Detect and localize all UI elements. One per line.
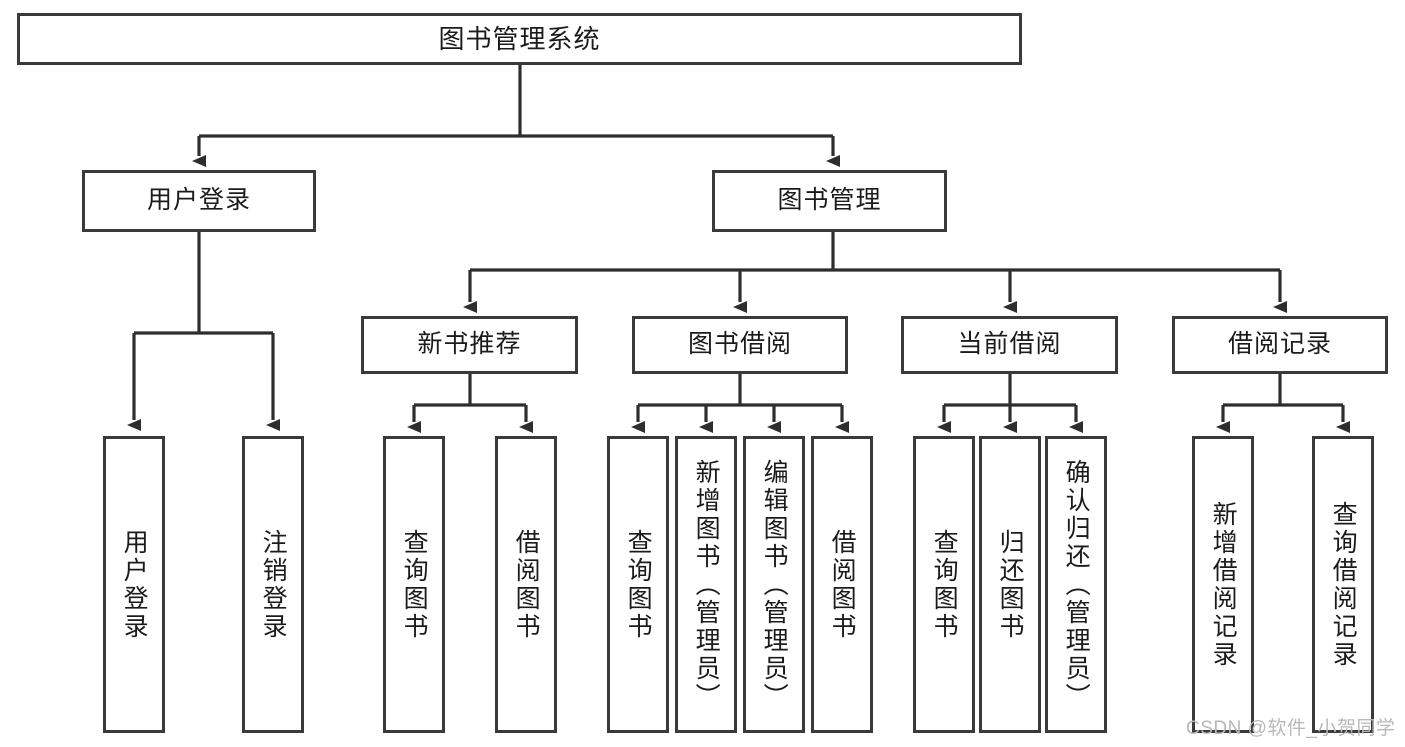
- node-user-login[interactable]: 用户登录: [82, 170, 316, 232]
- node-label: 查询图书: [930, 528, 959, 641]
- node-new-book-recommend[interactable]: 新书推荐: [361, 316, 578, 374]
- node-book-management[interactable]: 图书管理: [712, 170, 947, 232]
- node-label: 新增图书（管理员）: [692, 458, 721, 711]
- node-label: 编辑图书（管理员）: [760, 458, 789, 711]
- leaf-user-login-login[interactable]: 用户登录: [103, 436, 165, 733]
- node-label: 新书推荐: [417, 330, 522, 359]
- leaf-new-book-query[interactable]: 查询图书: [383, 436, 445, 733]
- node-label: 用户登录: [120, 528, 149, 641]
- leaf-book-borrow-borrow[interactable]: 借阅图书: [811, 436, 873, 733]
- leaf-borrow-record-add[interactable]: 新增借阅记录: [1192, 436, 1254, 733]
- node-label: 图书借阅: [687, 330, 792, 359]
- node-label: 当前借阅: [957, 330, 1062, 359]
- node-label: 查询借阅记录: [1329, 500, 1358, 669]
- node-label: 借阅图书: [828, 528, 857, 641]
- leaf-borrow-record-query[interactable]: 查询借阅记录: [1312, 436, 1374, 733]
- leaf-book-borrow-add[interactable]: 新增图书（管理员）: [675, 436, 737, 733]
- node-root-system[interactable]: 图书管理系统: [17, 13, 1022, 65]
- node-label: 注销登录: [259, 528, 288, 641]
- node-label: 用户登录: [146, 186, 251, 215]
- leaf-current-borrow-query[interactable]: 查询图书: [913, 436, 975, 733]
- node-label: 借阅图书: [512, 528, 541, 641]
- node-book-borrow[interactable]: 图书借阅: [632, 316, 848, 374]
- node-label: 新增借阅记录: [1209, 500, 1238, 669]
- node-label: 图书管理: [777, 186, 882, 215]
- watermark-text: CSDN @软件_小贺同学: [1186, 718, 1396, 739]
- node-label: 图书管理系统: [438, 23, 601, 54]
- leaf-book-borrow-edit[interactable]: 编辑图书（管理员）: [743, 436, 805, 733]
- node-label: 查询图书: [400, 528, 429, 641]
- leaf-current-borrow-return[interactable]: 归还图书: [979, 436, 1041, 733]
- node-borrow-record[interactable]: 借阅记录: [1172, 316, 1388, 374]
- node-current-borrow[interactable]: 当前借阅: [901, 316, 1118, 374]
- node-label: 归还图书: [996, 528, 1025, 641]
- leaf-user-login-logout[interactable]: 注销登录: [242, 436, 304, 733]
- node-label: 借阅记录: [1227, 330, 1332, 359]
- leaf-new-book-borrow[interactable]: 借阅图书: [495, 436, 557, 733]
- node-label: 查询图书: [624, 528, 653, 641]
- leaf-current-borrow-confirm-return[interactable]: 确认归还（管理员）: [1045, 436, 1107, 733]
- leaf-book-borrow-query[interactable]: 查询图书: [607, 436, 669, 733]
- node-label: 确认归还（管理员）: [1062, 458, 1091, 711]
